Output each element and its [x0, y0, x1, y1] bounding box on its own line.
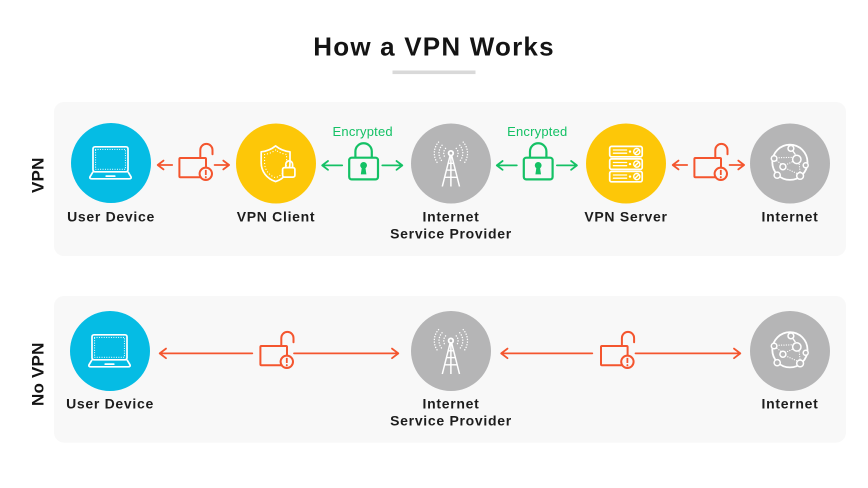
svg-text:VPN Server: VPN Server — [584, 209, 667, 225]
svg-text:Service Provider: Service Provider — [390, 413, 512, 429]
svg-text:Internet: Internet — [762, 209, 819, 225]
svg-text:VPN: VPN — [29, 157, 48, 193]
svg-text:Internet: Internet — [423, 209, 480, 225]
svg-text:No VPN: No VPN — [29, 342, 48, 406]
svg-text:Encrypted: Encrypted — [507, 124, 567, 139]
svg-text:Encrypted: Encrypted — [333, 124, 393, 139]
svg-text:How a VPN Works: How a VPN Works — [313, 32, 554, 62]
svg-text:Service Provider: Service Provider — [390, 226, 512, 242]
svg-text:User Device: User Device — [67, 209, 155, 225]
svg-text:User Device: User Device — [66, 396, 154, 412]
svg-text:Internet: Internet — [762, 396, 819, 412]
svg-text:Internet: Internet — [423, 396, 480, 412]
svg-text:VPN Client: VPN Client — [237, 209, 316, 225]
